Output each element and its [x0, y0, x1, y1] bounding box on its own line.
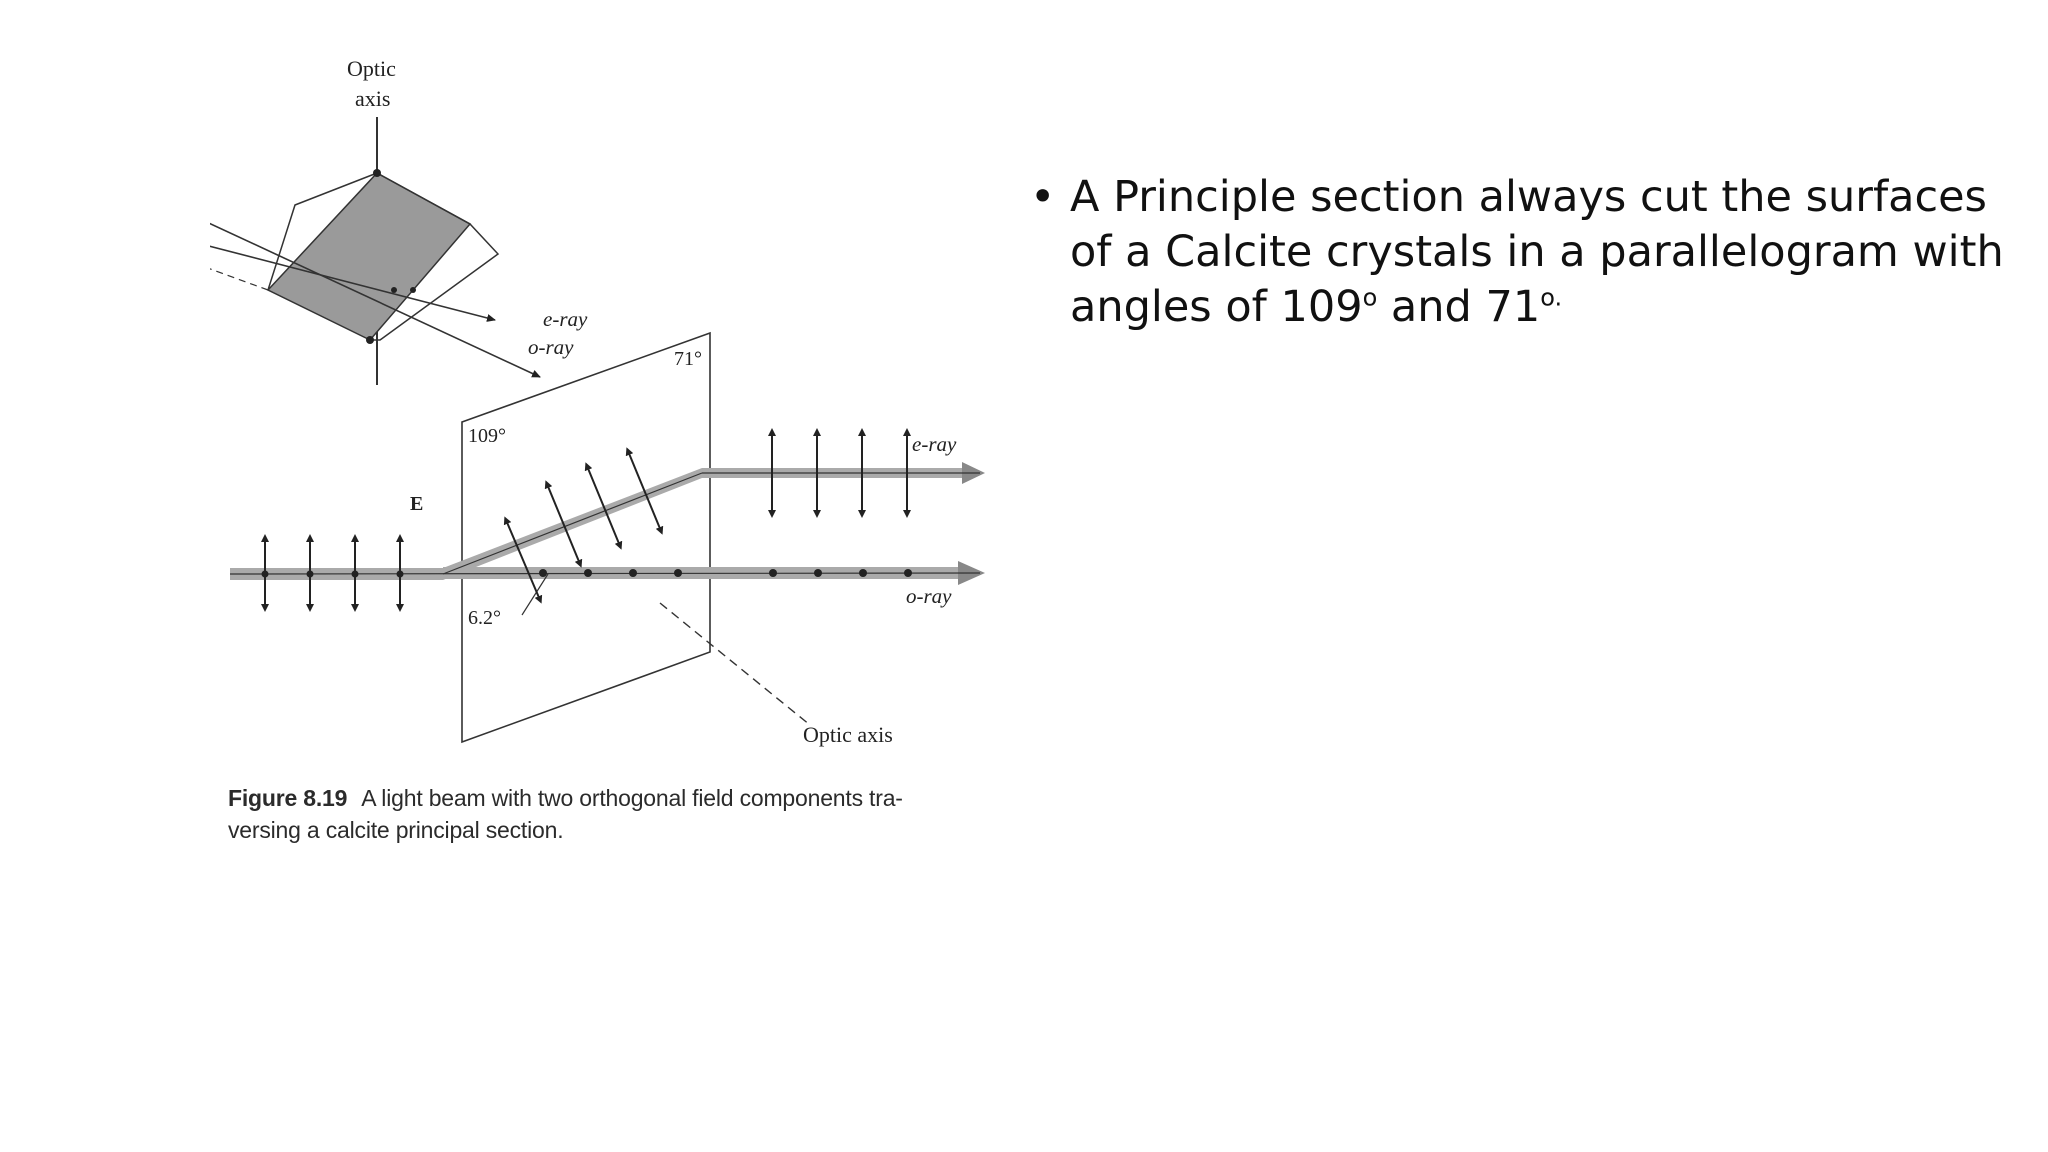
- crystal-oray-arrow: [210, 245, 496, 322]
- angle-62-label: 6.2°: [468, 607, 501, 629]
- output-eray-label: e-ray: [912, 432, 957, 456]
- bullet-text-mid: and 71: [1377, 282, 1541, 332]
- light-beams: [229, 462, 985, 616]
- bullet-superscript-1: o: [1362, 283, 1378, 312]
- bullet-item: • A Principle section always cut the surf…: [1030, 170, 2040, 335]
- crystal-oray-label: o-ray: [528, 335, 574, 359]
- principal-section-face: [266, 172, 472, 341]
- axis-label: axis: [355, 86, 390, 111]
- eray-beam: [230, 468, 962, 580]
- crystal-eray-arrow: [210, 222, 541, 378]
- angle-109-label: 109°: [468, 425, 506, 447]
- oray-dots: [539, 569, 912, 577]
- figure-caption-text: A light beam with two orthogonal field c…: [228, 785, 903, 843]
- input-field-arrows: [261, 534, 404, 612]
- optic-label: Optic: [347, 56, 396, 81]
- angle-71-label: 71°: [674, 348, 702, 370]
- optic-axis-label: Optic axis: [803, 722, 893, 747]
- bullet-text: A Principle section always cut the surfa…: [1070, 172, 2004, 332]
- figure-number: Figure 8.19: [228, 785, 348, 811]
- bullet-superscript-2: o.: [1540, 283, 1563, 312]
- crystal-eray-label: e-ray: [543, 307, 588, 331]
- bullet-list: • A Principle section always cut the surf…: [1030, 170, 2040, 335]
- bullet-marker: •: [1030, 172, 1056, 222]
- output-eray-field-arrows: [768, 428, 911, 518]
- crystal-eray-field-arrows: [503, 447, 664, 604]
- calcite-diagram: Optic axis e-ray o-ray 109° 71° Optic ax…: [210, 56, 985, 747]
- calcite-crystal: [210, 117, 541, 385]
- principal-section-plane: [461, 331, 711, 744]
- e-field-label: E: [410, 493, 423, 515]
- calcite-figure: Optic axis e-ray o-ray 109° 71° Optic ax…: [210, 40, 990, 860]
- output-oray-label: o-ray: [906, 584, 952, 608]
- optic-axis-dashed: [659, 602, 811, 726]
